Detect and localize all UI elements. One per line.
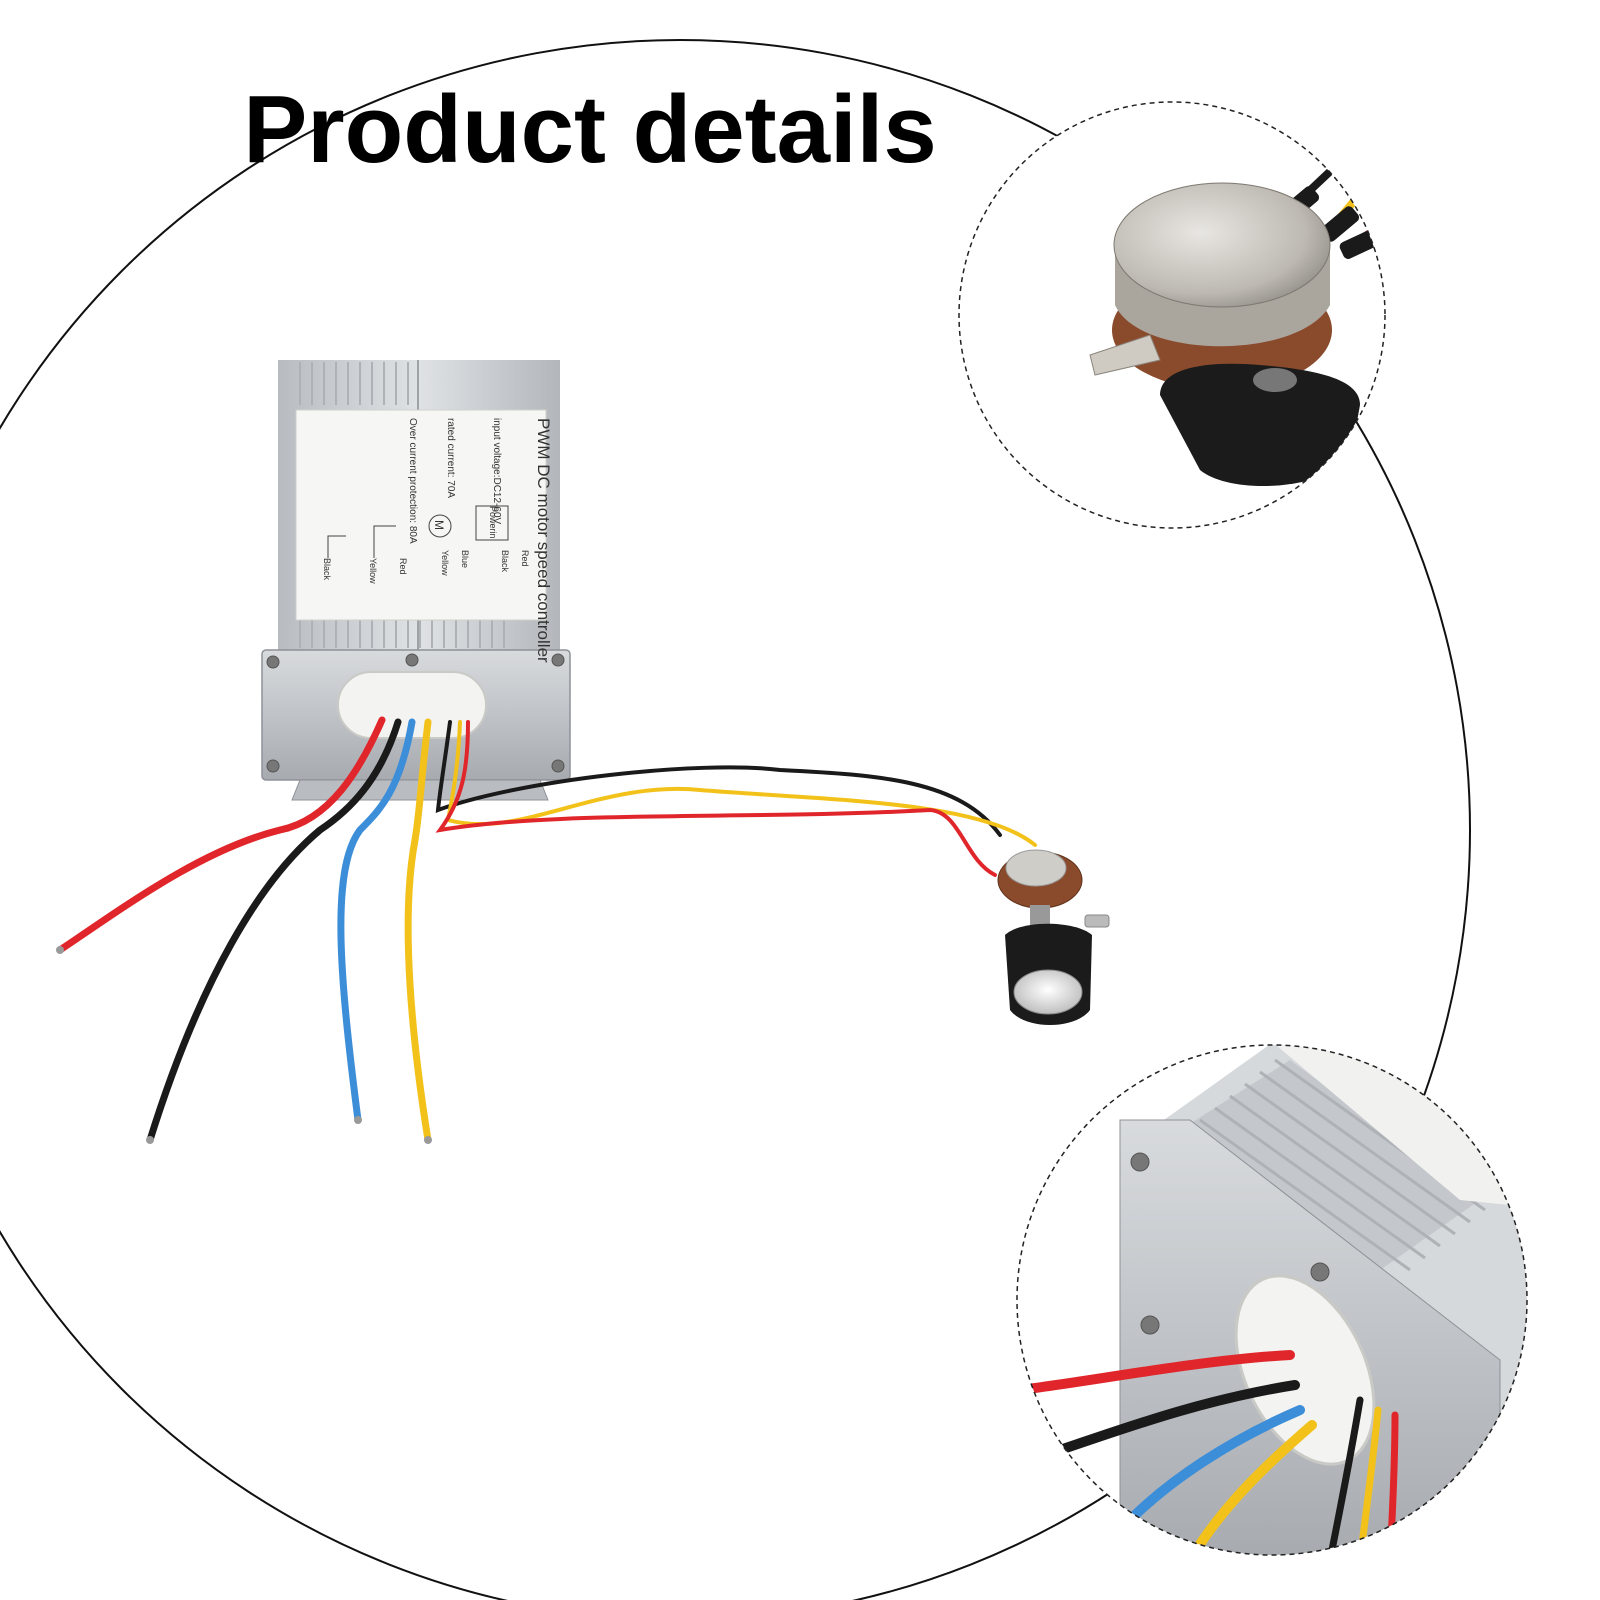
screw-icon [551,653,565,667]
label-over-current: Over current protection: 80A [407,418,418,544]
label-wire-red-2: Red [398,558,408,575]
screw-icon [266,655,280,669]
pot-wire-red [435,720,997,877]
pot-wires [435,720,1037,877]
label-wire-black-1: Black [500,550,510,573]
red-wire [56,716,386,954]
label-wire-red-1: Red [520,550,530,567]
blue-wire [337,718,416,1124]
label-title: PWM DC motor speed controller [534,418,553,663]
screw-icon [405,653,419,667]
yellow-wire [404,718,432,1144]
label-motor-symbol: M [432,520,446,530]
pot-can-icon [1113,182,1331,308]
screw-icon [1130,1152,1150,1172]
black-wire [146,718,402,1144]
knob-icon [1160,363,1360,487]
screw-icon [1310,1262,1330,1282]
label-power-in: Powerin [488,506,498,539]
label-input-voltage: input voltage:DC12-60V [491,418,502,525]
potentiometer [997,849,1110,1025]
screw-icon [1140,1315,1160,1335]
label-rated-current: rated current: 70A [445,418,456,498]
label-wire-black-2: Black [322,558,332,581]
power-wires [56,716,432,1144]
pot-wire-black [435,720,1002,837]
screw-icon [551,759,565,773]
controller-label: PWM DC motor speed controller input volt… [295,409,553,663]
screw-icon [266,759,280,773]
label-wire-yellow-1: Yellow [440,550,450,576]
label-wire-yellow-2: Yellow [368,558,378,584]
label-wire-blue: Blue [460,550,470,568]
page-title: Product details [243,76,937,183]
inset-connector-detail [1016,1044,1528,1556]
